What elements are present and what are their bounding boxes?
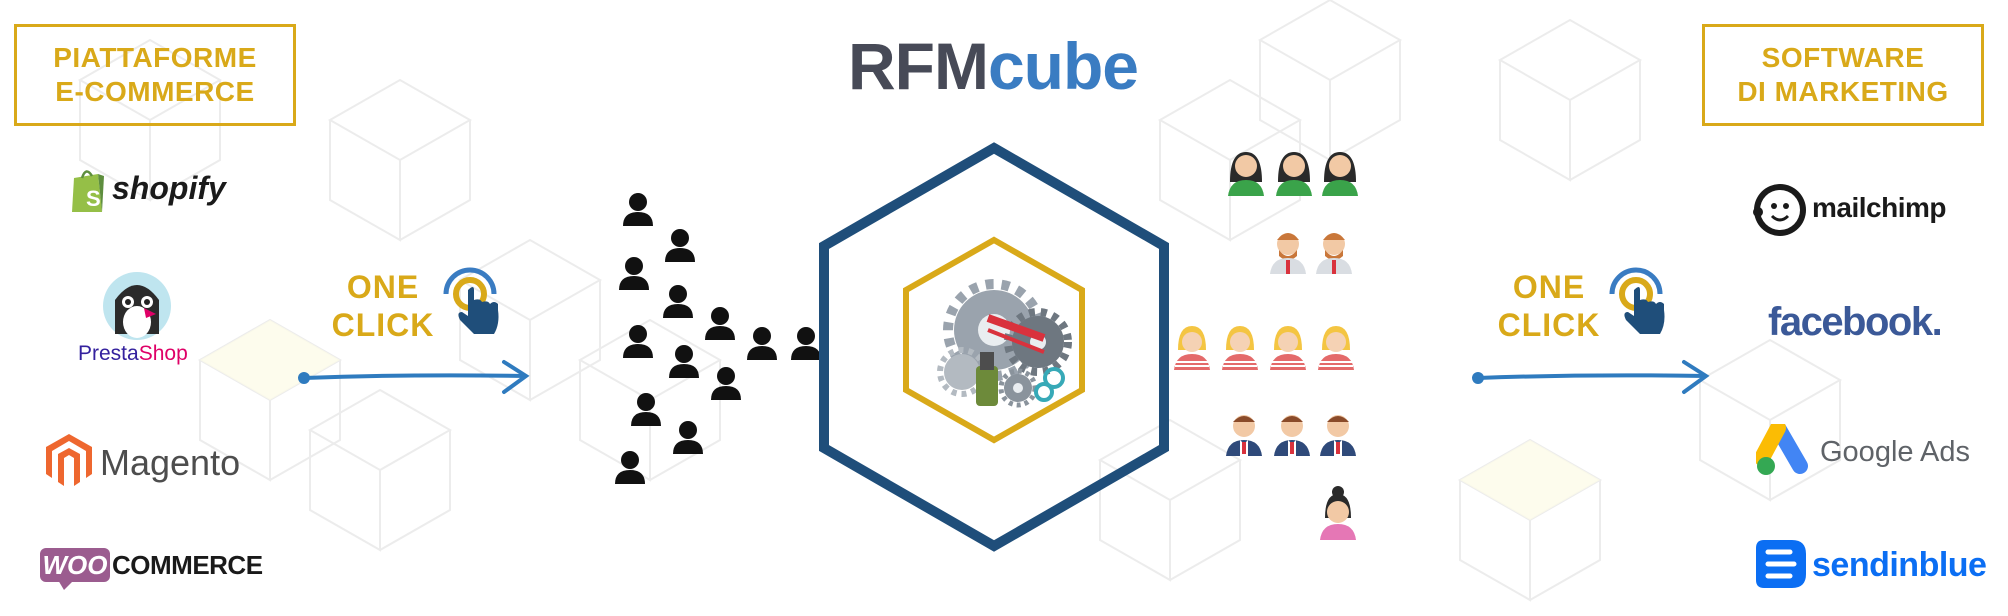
customer-avatar-icon [1269,325,1307,371]
box-line-2: E-COMMERCE [55,76,255,107]
person-icon [663,285,693,318]
person-icon [631,393,661,426]
arrow-icon-left [298,360,530,394]
google-ads-icon [1754,420,1808,475]
person-icon [705,307,735,340]
one-click-line-2: CLICK [331,307,435,343]
presta-part: Presta [78,342,139,365]
unsegmented-customers-group [615,193,821,484]
prestashop-logo: PrestaShop [70,270,220,370]
title-cube: cube [987,29,1139,103]
one-click-label-left: ONE CLICK [328,268,438,344]
box-line-2: DI MARKETING [1737,76,1949,107]
one-click-line-2: CLICK [1497,307,1601,343]
person-icon [665,229,695,262]
sendinblue-text: sendinblue [1812,546,1987,584]
person-icon [747,327,777,360]
mailchimp-text: mailchimp [1812,192,1946,223]
person-icon [623,325,653,358]
prestashop-puffin-icon [103,272,171,340]
customer-avatar-icon [1317,325,1355,371]
one-click-line-1: ONE [346,269,420,305]
person-icon [619,257,649,290]
customer-avatar-icon [1276,152,1312,196]
box-line-1: SOFTWARE [1761,42,1925,73]
commerce-text: COMMERCE [112,550,263,580]
woo-tail-icon [58,580,74,590]
google-ads-logo: Google Ads [1754,420,1986,480]
google-ads-text: Google Ads [1820,436,1970,468]
mailchimp-freddie-icon [1753,184,1806,236]
customer-avatar-icon [1274,415,1310,456]
page-title: RFMcube [848,28,1139,104]
segmented-customers-group [1173,152,1358,540]
svg-text:S: S [86,186,101,211]
shop-part: Shop [138,342,188,365]
person-icon [669,345,699,378]
customer-avatar-icon [1320,486,1356,540]
customer-avatar-icon [1228,152,1264,196]
woocommerce-logo: WOO COMMERCE [40,548,263,592]
sendinblue-logo: sendinblue [1754,536,1994,596]
magento-icon [46,434,92,486]
prestashop-text: PrestaShop [78,342,188,366]
person-icon [711,367,741,400]
magento-text: Magento [100,442,241,483]
woo-text: WOO [42,550,108,580]
tap-icon [443,267,499,334]
person-icon [615,451,645,484]
sendinblue-icon [1756,540,1806,588]
facebook-logo: facebook. [1768,300,1968,350]
gear-icon [998,368,1038,408]
box-line-1: PIATTAFORME [53,42,257,73]
ecommerce-platforms-box: PIATTAFORME E-COMMERCE [14,24,296,126]
customer-avatar-icon [1226,415,1262,456]
hexagon-icon [819,142,1169,552]
mailchimp-logo: mailchimp [1752,180,1982,240]
tap-icon [1609,267,1665,334]
arrow-icon-right [1472,360,1710,394]
one-click-label-right: ONE CLICK [1494,268,1604,344]
marketing-software-box: SOFTWARE DI MARKETING [1702,24,1984,126]
customer-avatar-icon [1320,415,1356,456]
shopify-text: shopify [112,170,226,206]
customer-avatar-icon [1316,233,1352,274]
customer-avatar-icon [1221,325,1259,371]
customer-avatar-icon [1173,325,1211,371]
customer-avatar-icon [1322,152,1358,196]
title-rfm: RFM [848,29,989,103]
facebook-text: facebook. [1768,300,1943,344]
woo-badge: WOO [40,548,110,582]
person-icon [673,421,703,454]
magento-logo: Magento [46,434,246,490]
shopify-bag-icon: S [72,170,104,212]
shopify-logo: S shopify [68,164,238,216]
customer-avatar-icon [1270,233,1306,274]
one-click-line-1: ONE [1512,269,1586,305]
person-icon [623,193,653,226]
